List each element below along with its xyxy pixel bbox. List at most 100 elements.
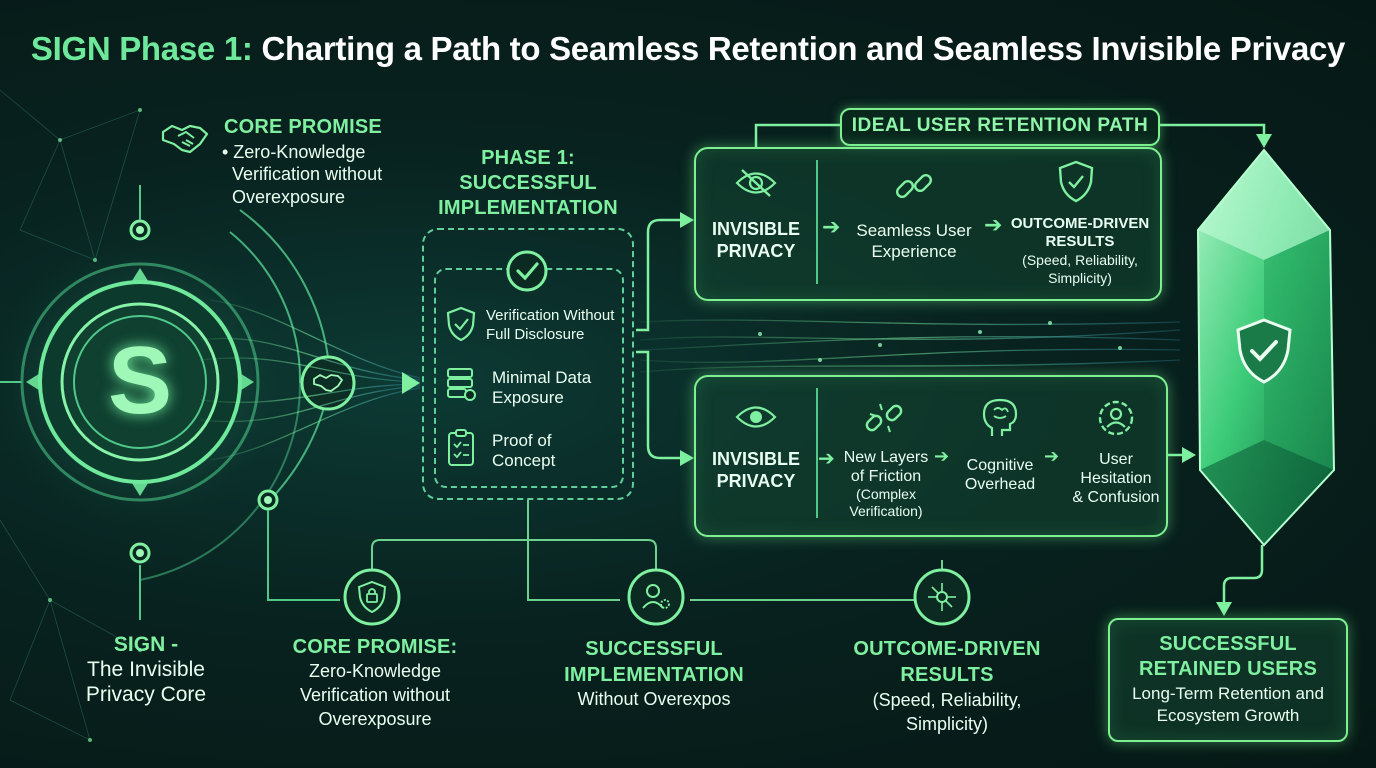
sign-core-line2: The Invisible [87,658,205,681]
top-left-line1: INVISIBLE [711,219,800,239]
user-gear-circle-icon [640,580,672,619]
core-promise-top-line3: Overexposure [232,187,346,207]
friction-step-2: Cognitive Overhead [956,456,1044,494]
data-server-icon [446,366,478,407]
phase1-item-1-line1: Verification Without [486,307,615,324]
step3-line3: & Confusion [1072,489,1160,506]
brain-icon [980,396,1020,445]
bottom-impl-line3: Without Overexpos [577,689,731,709]
retained-line2: RETAINED USERS [1138,658,1317,680]
bottom-impl-line2: IMPLEMENTATION [564,664,744,686]
ideal-path-pill: IDEAL USER RETENTION PATH [840,108,1160,146]
phase1-line1: PHASE 1: [481,147,575,169]
title-rest: Charting a Path to Seamless Retention an… [261,30,1346,67]
top-right-line3: (Speed, Reliability, [1022,252,1138,268]
step3-line1: User [1099,451,1133,468]
ideal-path-panel [694,147,1162,301]
link-icon [892,164,936,213]
data-stream [199,299,421,461]
bottom-outcome-line4: Simplicity) [905,714,988,734]
phase1-line2: SUCCESSFUL [459,172,597,194]
sign-logo: S [107,327,173,434]
arrow-right-icon: ➔ [934,446,950,466]
step1-line2: of Friction [850,468,922,485]
step2-line1: Cognitive [966,457,1034,474]
bottom-invisible-privacy: INVISIBLE PRIVACY [700,448,812,492]
top-mid-line2: Experience [871,242,957,261]
step1-line1: New Layers [843,449,929,466]
top-right-line1: OUTCOME-DRIVEN [1010,215,1150,232]
phase1-item-3-line1: Proof of [492,431,552,450]
user-gear-icon [1094,396,1138,445]
bottom-outcome-line1: OUTCOME-DRIVEN [853,638,1041,660]
phase1-item-2: Minimal Data Exposure [492,368,591,408]
bottom-promise-line2: Verification without [299,685,451,705]
bottom-outcome-line2: RESULTS [900,664,994,686]
broken-link-icon [862,396,906,445]
arrow-right-icon: ➔ [818,448,835,470]
sign-core-caption: SIGN - The Invisible Privacy Core [60,632,232,707]
friction-step-1: New Layers of Friction (Complex Verifica… [836,448,936,520]
top-outcome: OUTCOME-DRIVEN RESULTS (Speed, Reliabili… [1006,215,1154,287]
step1-line4: Verification) [849,503,923,519]
retained-line1: SUCCESSFUL [1159,633,1297,655]
data-stream-right [639,319,1181,373]
friction-step-3: User Hesitation & Confusion [1064,450,1168,507]
step1-line3: (Complex [856,486,916,502]
bottom-impl-line1: SUCCESSFUL [585,638,723,660]
network-icon [926,580,958,619]
bottom-panel-divider [816,388,818,518]
check-circle-icon [504,248,550,299]
sign-core-line3: Privacy Core [85,683,207,706]
sign-core-line1: SIGN - [113,633,179,656]
title-highlight: SIGN Phase 1: [30,30,253,67]
step2-line2: Overhead [964,476,1036,493]
lock-shield-icon [356,580,388,619]
clipboard-icon [446,428,478,473]
arrow-right-icon: ➔ [984,212,1003,237]
handshake-icon [160,120,210,163]
bottom-outcome-line3: (Speed, Reliability, [872,690,1022,710]
phase1-heading: PHASE 1: SUCCESSFUL IMPLEMENTATION [430,146,626,221]
bottom-outcome: OUTCOME-DRIVEN RESULTS (Speed, Reliabili… [840,636,1054,736]
top-right-line2: RESULTS [1045,233,1115,250]
phase1-item-2-line1: Minimal Data [492,368,592,387]
phase1-item-2-line2: Exposure [492,388,564,407]
top-invisible-privacy: INVISIBLE PRIVACY [700,218,812,262]
bottom-promise-line3: Overexposure [318,709,432,729]
shield-check-icon [1058,160,1094,209]
arrow-right-icon: ➔ [1044,446,1060,466]
bottom-promise-title: CORE PROMISE: [292,636,458,658]
handshake-node-icon [312,371,344,400]
eye-icon [734,400,778,439]
top-left-line2: PRIVACY [716,241,796,261]
shield-check-icon [446,306,476,347]
phase1-outer-box [422,228,634,500]
bottom-left-line1: INVISIBLE [711,449,800,469]
phase1-item-1-line2: Full Disclosure [486,326,585,343]
core-promise-top-title: CORE PROMISE [224,116,382,138]
bottom-promise-line1: Zero-Knowledge [308,661,442,681]
top-seamless: Seamless User Experience [848,220,980,262]
phase1-item-1: Verification Without Full Disclosure [486,306,614,344]
step3-line2: Hesitation [1080,470,1152,487]
eye-slash-icon [734,166,778,205]
phase1-item-3-line2: Concept [492,451,556,470]
phase1-item-3: Proof of Concept [492,431,555,471]
phase1-line3: IMPLEMENTATION [438,197,618,219]
retained-line3: Long-Term Retention and [1132,684,1324,703]
bottom-core-promise: CORE PROMISE: Zero-Knowledge Verificatio… [280,636,470,731]
top-panel-divider [816,160,818,284]
crystal-shield-icon [1232,316,1296,391]
arrow-right-icon: ➔ [822,214,841,239]
retained-users-box: SUCCESSFUL RETAINED USERS Long-Term Rete… [1108,618,1348,742]
core-promise-top-line2: Verification without [232,164,383,184]
page-title: SIGN Phase 1: Charting a Path to Seamles… [0,30,1376,68]
friction-path-panel [694,375,1168,537]
core-nodes [129,219,279,564]
top-right-line4: Simplicity) [1048,270,1112,286]
retained-line4: Ecosystem Growth [1156,706,1300,725]
bottom-left-line2: PRIVACY [716,471,796,491]
top-mid-line1: Seamless User [856,221,972,240]
bottom-implementation: SUCCESSFUL IMPLEMENTATION Without Overex… [552,636,756,710]
